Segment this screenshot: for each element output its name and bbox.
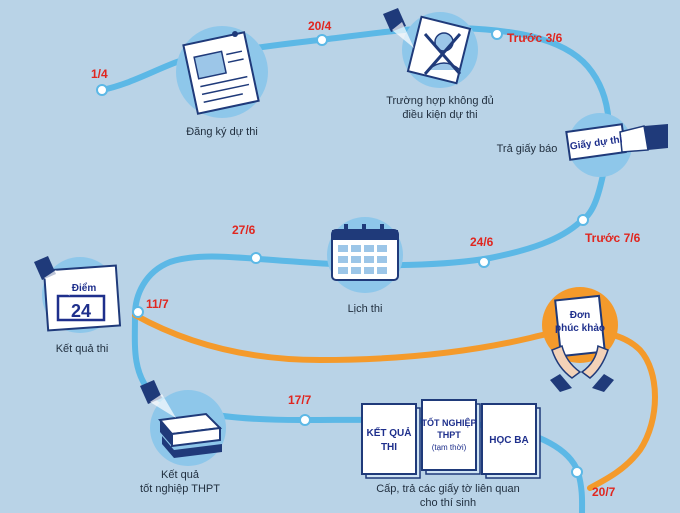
doc-result-line1: KẾT QUẢ — [367, 426, 412, 439]
label-graduation-line2: tốt nghiệp THPT — [140, 483, 220, 495]
score-value: 24 — [71, 301, 91, 321]
spotlight-icon — [383, 8, 414, 48]
label-documents-line1: Cấp, trả các giấy tờ liên quan — [376, 483, 520, 495]
label-graduation-line1: Kết quả — [161, 469, 200, 481]
date-truoc-3-6: Trước 3/6 — [507, 31, 563, 45]
transcript-icon — [481, 403, 541, 479]
label-registration: Đăng ký dự thi — [186, 126, 258, 138]
date-24-6: 24/6 — [470, 235, 494, 249]
date-1-4: 1/4 — [91, 67, 108, 81]
marker-20-7 — [571, 466, 583, 478]
appeal-line1: Đơn — [570, 310, 590, 321]
date-11-7: 11/7 — [146, 297, 169, 311]
label-ineligible-line1: Trường hợp không đủ — [386, 95, 494, 107]
date-truoc-7-6: Trước 7/6 — [585, 231, 641, 245]
marker-truoc-7-6 — [577, 214, 589, 226]
date-17-7: 17/7 — [288, 393, 312, 407]
doc-grad-line3: (tạm thời) — [432, 443, 467, 452]
appeal-line2: phúc khảo — [555, 323, 605, 334]
doc-grad-line2: THPT — [437, 430, 461, 440]
label-exam-results: Kết quả thi — [56, 343, 109, 355]
marker-11-7 — [132, 306, 144, 318]
doc-transcript: HỌC BẠ — [489, 435, 528, 446]
label-exam-schedule: Lịch thi — [348, 303, 383, 315]
doc-result-line2: THI — [381, 442, 397, 453]
marker-24-6 — [478, 256, 490, 268]
label-return-notice: Trả giấy báo — [497, 143, 558, 155]
label-ineligible-line2: điều kiện dự thi — [402, 109, 477, 121]
calendar-icon — [327, 217, 403, 293]
marker-20-4 — [316, 34, 328, 46]
score-title: Điểm — [72, 282, 97, 294]
graduation-certificate-icon — [421, 399, 481, 475]
marker-truoc-3-6 — [491, 28, 503, 40]
marker-1-4 — [96, 84, 108, 96]
spotlight-icon — [140, 380, 176, 418]
label-documents-line2: cho thí sinh — [420, 497, 476, 509]
appeal-form-icon — [542, 287, 618, 392]
result-document-icon — [361, 403, 421, 479]
registration-icon — [176, 26, 268, 118]
ineligible-icon — [402, 12, 478, 88]
score-sheet-icon — [42, 257, 122, 333]
date-20-7: 20/7 — [592, 485, 616, 499]
spotlight-icon — [34, 256, 70, 296]
date-20-4: 20/4 — [308, 19, 332, 33]
date-27-6: 27/6 — [232, 223, 256, 237]
admit-card-icon — [565, 113, 668, 177]
marker-27-6 — [250, 252, 262, 264]
marker-17-7 — [299, 414, 311, 426]
doc-grad-line1: TỐT NGHIỆP — [421, 417, 476, 428]
